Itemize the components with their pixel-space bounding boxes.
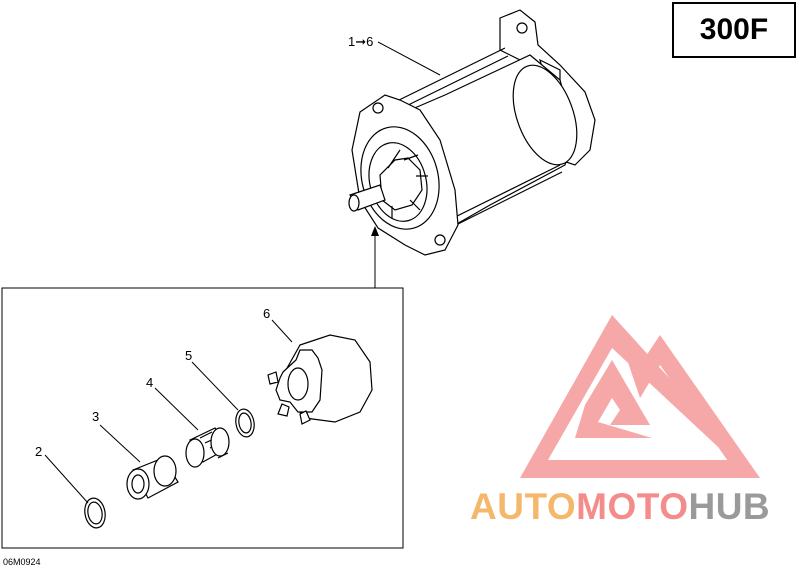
starter-motor-assembly	[348, 9, 596, 256]
brand-part-auto: AUTO	[470, 486, 577, 527]
callout-4: 4	[146, 375, 154, 390]
figure-code: 06M0924	[3, 557, 41, 567]
part-3-sleeve	[126, 455, 179, 500]
part-6-pinion	[267, 334, 373, 425]
brand-part-moto: MOTO	[576, 486, 689, 527]
callout-3: 3	[92, 409, 100, 424]
part-4-spring	[185, 427, 230, 468]
detail-frame	[1, 287, 404, 549]
callout-2: 2	[35, 444, 43, 459]
part-5-ring	[235, 408, 255, 438]
part-2-ring	[84, 497, 106, 529]
callout-5: 5	[185, 348, 193, 363]
brand-part-hub: HUB	[688, 486, 771, 527]
callout-6: 6	[263, 306, 271, 321]
leader-starter	[377, 41, 441, 76]
watermark-brand: AUTOMOTOHUB	[470, 486, 770, 528]
model-label: 300F	[672, 2, 796, 58]
watermark-logo	[520, 315, 760, 478]
detail-arrow	[371, 226, 379, 288]
callout-starter-range: 1➞6	[348, 34, 374, 49]
detail-leaders	[44, 319, 293, 504]
